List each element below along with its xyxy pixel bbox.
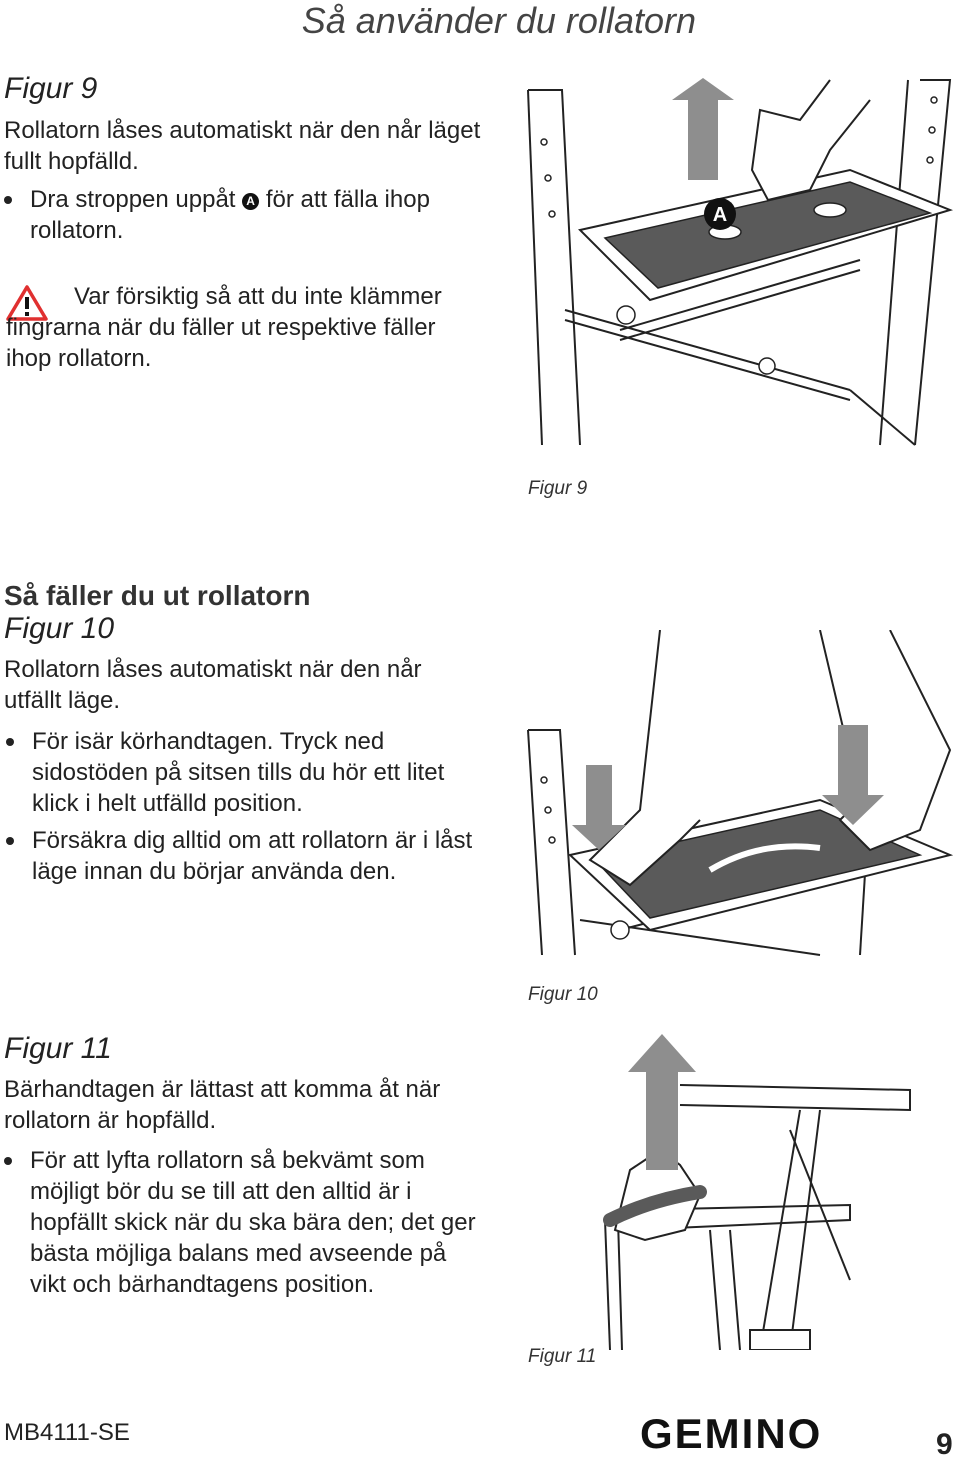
figure-11-caption: Figur 11 [528, 1346, 597, 1367]
page-number: 9 [936, 1428, 953, 1461]
bullet-text-post: för att fälla ihop rollatorn. [30, 186, 430, 244]
figure-11-intro: Bärhandtagen är lättast att komma åt när… [4, 1076, 441, 1134]
warning-icon [6, 284, 48, 322]
figure-10-caption: Figur 10 [528, 984, 598, 1005]
figure-11-heading: Figur 11 [4, 1032, 112, 1065]
figure-10-illustration [520, 630, 960, 960]
figure-9-intro: Rollatorn låses automatiskt när den når … [4, 117, 481, 175]
figure-10-heading: Figur 10 [4, 612, 115, 645]
callout-a: A [713, 204, 727, 226]
figure-10-bullet-2: Försäkra dig alltid om att rollatorn är … [2, 825, 482, 887]
figure-11-bullets: För att lyfta rollatorn så bekvämt som m… [0, 1145, 476, 1300]
figure-9-bullets: Dra stroppen uppåt A för att fälla ihop … [0, 184, 490, 246]
section-title-unfold: Så fäller du ut rollatorn [4, 580, 311, 611]
figure-9-heading: Figur 9 [4, 72, 98, 105]
page-header-title: Så använder du rollatorn [301, 0, 696, 41]
bullet-text-pre: Dra stroppen uppåt [30, 186, 236, 213]
brand-text: GEMINO [640, 1414, 822, 1454]
figure-9-bullet: Dra stroppen uppåt A för att fälla ihop … [0, 184, 490, 246]
figure-10-intro: Rollatorn låses automatiskt när den når … [4, 656, 422, 714]
gemino-logo: GEMINO [640, 1414, 890, 1454]
warning-text: Var försiktig så att du inte klämmer fin… [6, 283, 442, 372]
figure-10-bullet-1: För isär körhandtagen. Tryck ned sidostö… [2, 726, 482, 819]
figure-11-illustration [590, 1030, 960, 1350]
marker-a-badge: A [242, 193, 260, 210]
figure-10-bullets: För isär körhandtagen. Tryck ned sidostö… [2, 726, 482, 887]
figure-11-bullet-1: För att lyfta rollatorn så bekvämt som m… [0, 1145, 476, 1300]
figure-9-caption: Figur 9 [528, 478, 588, 499]
document-code: MB4111-SE [4, 1419, 130, 1446]
figure-9-illustration: A [520, 70, 960, 450]
seat-panel [593, 809, 923, 919]
